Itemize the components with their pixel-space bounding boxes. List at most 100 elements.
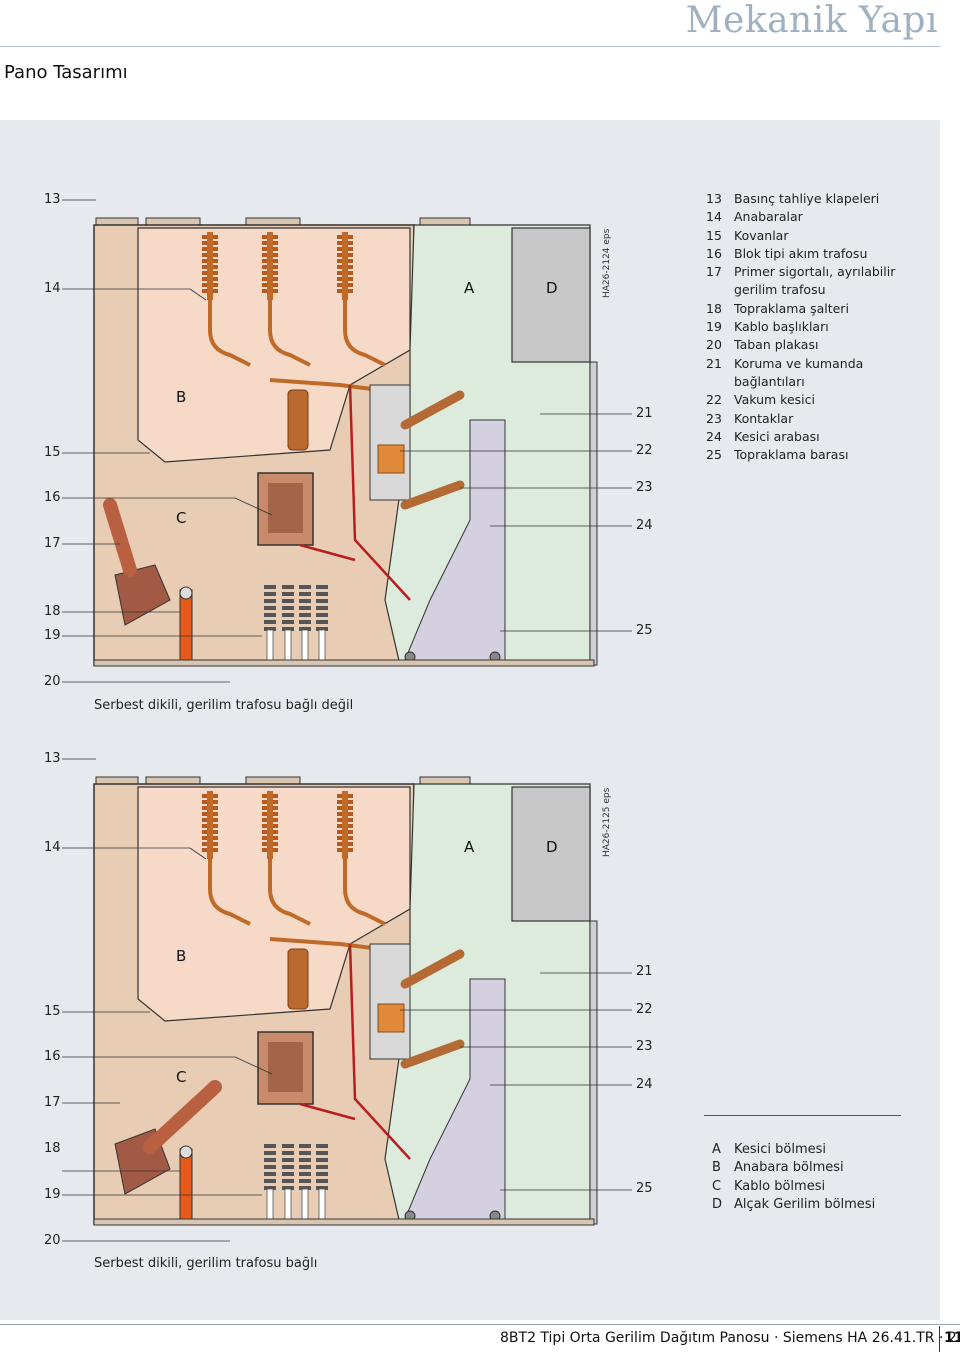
voltage-transformer [114, 564, 171, 626]
eps-label: HA26-2125 eps [602, 787, 612, 857]
cable-head-fin [316, 1179, 328, 1183]
partition-red [348, 384, 411, 601]
cable-head-fin [299, 599, 311, 603]
cable-head-fin [316, 1158, 328, 1162]
pressure-relief-flap [95, 776, 139, 785]
busbar-conductor [342, 232, 348, 300]
label-14: 14 [44, 281, 61, 296]
vacuum-breaker [369, 384, 411, 501]
busbar-conductor [267, 791, 273, 859]
footer-divider [939, 1326, 940, 1352]
cable-head-fin [282, 1172, 294, 1176]
cable-head-fin [316, 1144, 328, 1148]
compartment-b: B [176, 388, 187, 406]
pressure-relief-flap [145, 776, 201, 785]
cable-head-fin [299, 620, 311, 624]
cable-head-fin [282, 1144, 294, 1148]
current-transformer-core [268, 483, 303, 533]
compartment-d: D [546, 279, 558, 297]
leader-line [189, 288, 207, 301]
leader-line [234, 1056, 273, 1075]
cable-head-fin [299, 1179, 311, 1183]
section-title: Pano Tasarımı [4, 62, 128, 83]
label-21: 21 [636, 964, 653, 979]
page-title: Mekanik Yapı [685, 0, 938, 41]
contact-arm [400, 1039, 465, 1069]
label-17: 17 [44, 536, 61, 551]
compartment-a: A [464, 279, 475, 297]
bushing [287, 948, 309, 1010]
busbar-conductor [207, 232, 213, 300]
label-13: 13 [44, 751, 61, 766]
cable-head-fin [316, 627, 328, 631]
earthing-switch-pivot [179, 586, 193, 600]
cable-head-fin [282, 613, 294, 617]
low-voltage-compartment [511, 227, 591, 363]
earthing-switch [179, 1148, 193, 1225]
pressure-relief-flap [419, 217, 471, 226]
side-wall [589, 920, 598, 1225]
cable-head-fin [316, 1165, 328, 1169]
eps-label: HA26-2124 eps [602, 228, 612, 298]
compartment-a: A [464, 838, 475, 856]
cable-head-fin [299, 613, 311, 617]
label-16: 16 [44, 1049, 61, 1064]
cable-head-fin [282, 585, 294, 589]
cable-head-fin [264, 620, 276, 624]
cable-head-fin [264, 1158, 276, 1162]
header-rule [0, 46, 940, 47]
label-19: 19 [44, 1187, 61, 1202]
label-23: 23 [636, 1039, 653, 1054]
partition-red [348, 943, 411, 1160]
cable-head-fin [264, 1151, 276, 1155]
cable-head-fin [282, 1186, 294, 1190]
cable-head-fin [316, 1172, 328, 1176]
bushing [287, 389, 309, 451]
cable-head-fin [299, 1172, 311, 1176]
cable-head-fin [316, 606, 328, 610]
partition-red [299, 543, 356, 562]
busbar-link [268, 859, 311, 926]
label-24: 24 [636, 518, 653, 533]
cable-head-fin [299, 606, 311, 610]
leader-line [234, 497, 273, 516]
cable-head-fin [299, 627, 311, 631]
label-13: 13 [44, 192, 61, 207]
contact-arm [400, 390, 465, 430]
contact-arm [400, 480, 465, 510]
pressure-relief-flap [245, 776, 301, 785]
cable-head-fin [264, 1186, 276, 1190]
vacuum-breaker [369, 943, 411, 1060]
leader-line [189, 847, 207, 860]
label-20: 20 [44, 674, 61, 689]
label-15: 15 [44, 1004, 61, 1019]
cable-head-fin [282, 592, 294, 596]
cable-head-fin [299, 1186, 311, 1190]
pressure-relief-flap [145, 217, 201, 226]
footer-rule [0, 1324, 960, 1325]
cable-head-fin [264, 1165, 276, 1169]
label-20: 20 [44, 1233, 61, 1248]
switchgear-drawing-top [93, 217, 598, 667]
cable-head-fin [264, 1172, 276, 1176]
cable-head-fin [282, 620, 294, 624]
pressure-relief-flap [245, 217, 301, 226]
label-22: 22 [636, 443, 653, 458]
cable-head-fin [282, 1158, 294, 1162]
vacuum-interrupter [377, 444, 405, 474]
cable-head-fin [316, 592, 328, 596]
cable-head-fin [264, 613, 276, 617]
cable-head-fin [299, 1144, 311, 1148]
cable-head-fin [282, 1179, 294, 1183]
cable-head-fin [316, 599, 328, 603]
